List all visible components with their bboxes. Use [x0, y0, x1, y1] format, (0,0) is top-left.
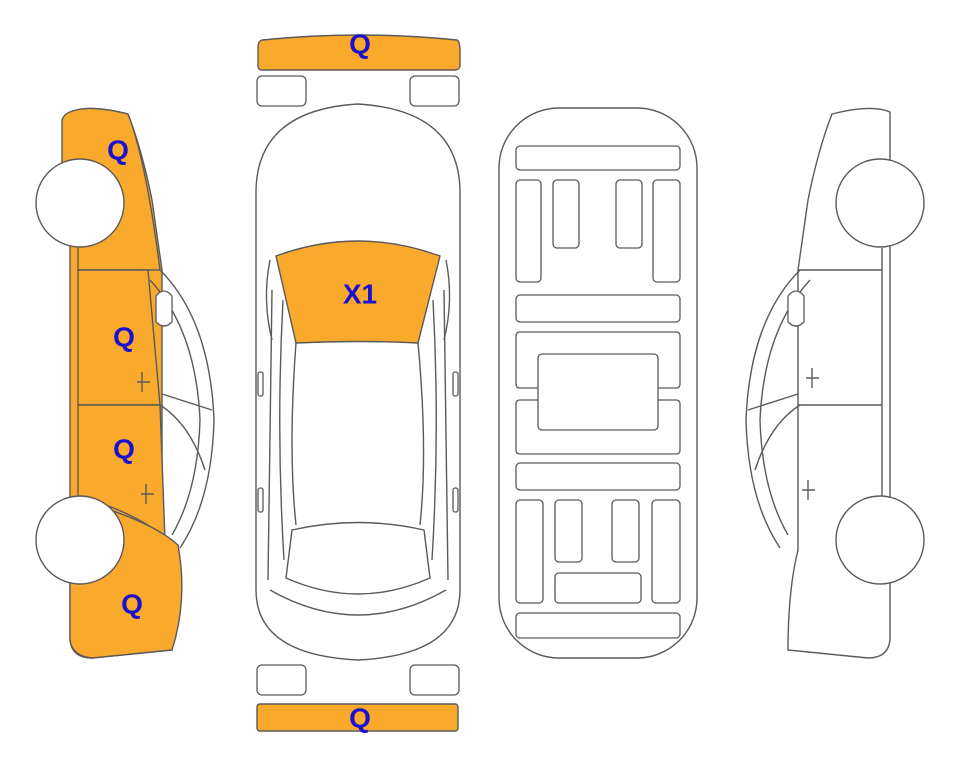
- rear-bumper-zone[interactable]: [256, 703, 459, 732]
- top-view: [255, 34, 461, 732]
- car-body-top: [255, 103, 461, 661]
- right-front-wheel: [835, 158, 925, 248]
- left-front-door-label: Q: [113, 321, 135, 352]
- left-rear-door-label: Q: [113, 433, 135, 464]
- rear-right-light: [409, 664, 460, 696]
- left-front-wheel: [35, 158, 125, 248]
- front-bumper-label: Q: [349, 28, 371, 59]
- front-right-light: [409, 75, 460, 107]
- windshield-label: X1: [343, 278, 377, 309]
- underside-view: [498, 107, 698, 659]
- rear-bumper-label: Q: [349, 702, 371, 733]
- left-front-fender-label: Q: [107, 134, 129, 165]
- left-rear-quarter-label: Q: [121, 588, 143, 619]
- windshield-zone[interactable]: [275, 240, 441, 344]
- left-side-view: [35, 107, 215, 659]
- front-bumper-zone[interactable]: [257, 34, 461, 71]
- right-side-view: [745, 107, 925, 659]
- right-rear-wheel: [835, 495, 925, 585]
- left-rear-wheel: [35, 495, 125, 585]
- rear-left-light: [256, 664, 307, 696]
- front-left-light: [256, 75, 307, 107]
